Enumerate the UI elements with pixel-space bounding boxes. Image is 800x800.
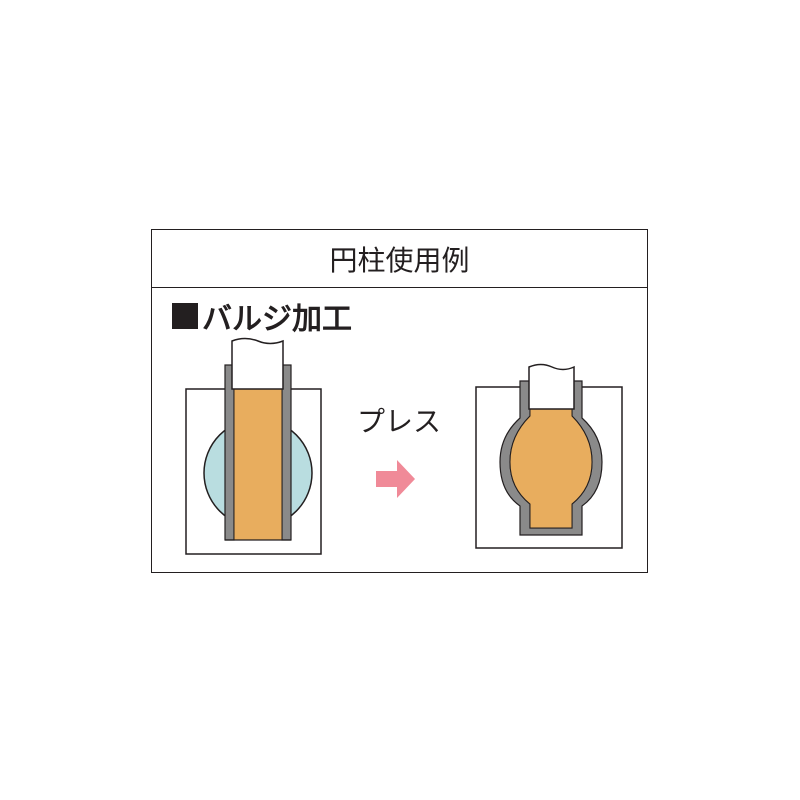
square-bullet-icon (172, 303, 198, 329)
after-state (475, 363, 623, 549)
after-punch (528, 363, 575, 410)
after-workpiece (509, 408, 593, 529)
section-title-text: バルジ加工 (202, 302, 352, 337)
right-arrow-icon (376, 460, 415, 498)
panel-header: 円柱使用例 (152, 230, 647, 288)
before-workpiece (233, 388, 283, 541)
before-punch (231, 337, 284, 390)
before-tube-left-wall (224, 364, 235, 541)
before-tube-right-wall (281, 364, 292, 541)
section-heading: バルジ加工 (172, 294, 352, 338)
before-state (185, 337, 322, 555)
panel-title: 円柱使用例 (329, 243, 470, 277)
press-label: プレス (357, 405, 442, 438)
